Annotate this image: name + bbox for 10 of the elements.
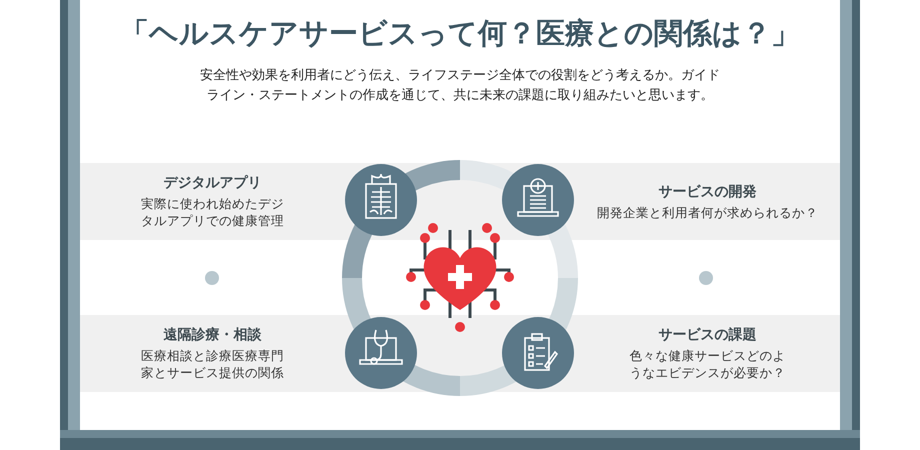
topic-description: 実際に使われ始めたデジタルアプリでの健康管理 xyxy=(140,195,285,229)
topic-heading: サービスの課題 xyxy=(658,326,756,344)
topic-heading: デジタルアプリ xyxy=(164,174,262,192)
topic-heading: サービスの開発 xyxy=(658,182,756,200)
topic-description: 色々な健康サービスどのようなエビデンスが必要か？ xyxy=(628,347,786,381)
topic-heading: 遠隔診療・相談 xyxy=(164,326,262,344)
topic-description: 開発企業と利用者何が求められるか？ xyxy=(597,204,818,220)
subtitle-text: 安全性や効果を利用者にどう伝え、ライフステージ全体での役割をどう考えるか。ガイドライン・ステートメントの作成を通じて、共に未来の課題に取り組みたいと思います。 xyxy=(199,67,721,105)
title: 「ヘルスケアサービスって何？医療との関係は？」 xyxy=(119,15,801,52)
topic-description: 医療相談と診療医療専門家とサービス提供の関係 xyxy=(140,347,285,381)
